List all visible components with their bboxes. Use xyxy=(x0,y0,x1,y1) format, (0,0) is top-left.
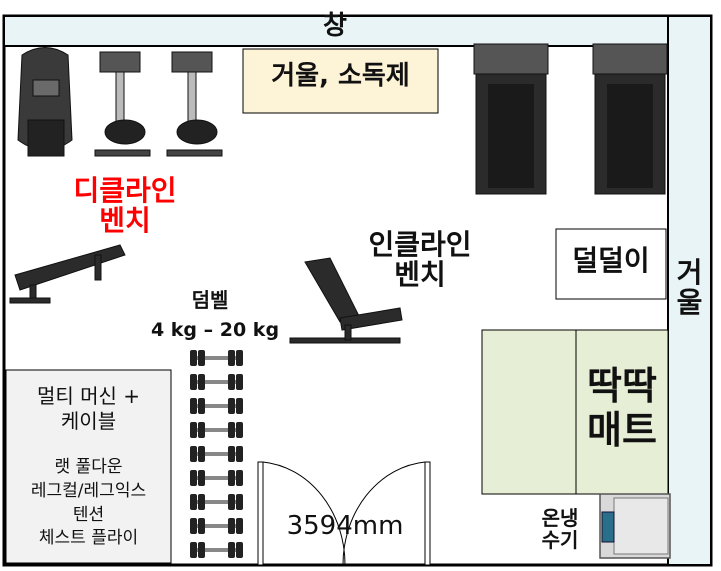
water-heater-label: 온냉 수기 xyxy=(541,506,579,552)
exercise-item: 랫 풀다운 xyxy=(54,457,123,477)
dumbbell-icon xyxy=(190,542,243,558)
dumbbell-title: 덤벨 xyxy=(191,288,229,312)
incline-bench-label: 인클라인 벤치 xyxy=(368,228,472,292)
dumbbell-icon xyxy=(190,398,243,414)
mirror-disinfectant-box xyxy=(242,48,439,114)
decline-bench-icon xyxy=(9,244,126,304)
treadmill-icon-2 xyxy=(592,43,668,195)
exercise-item: 체스트 플라이 xyxy=(38,528,139,549)
dumbbell-range: 4 kg – 20 kg xyxy=(150,319,280,341)
window-strip xyxy=(3,15,669,47)
dumbbell-icon xyxy=(190,518,243,534)
dumbbell-icon xyxy=(190,494,243,510)
exercise-item: 텐션 xyxy=(72,504,105,525)
dumbbell-icon xyxy=(190,422,243,438)
shaker-box xyxy=(555,228,667,300)
hard-mat xyxy=(481,329,669,495)
incline-bench-icon xyxy=(289,257,403,344)
elliptical-machine-icon xyxy=(17,47,73,157)
exercise-item: 레그컬/레그익스 xyxy=(30,480,147,501)
window-label: 창 xyxy=(323,11,347,41)
dumbbell-icon xyxy=(190,470,243,486)
hard-mat-label: 딱딱 매트 xyxy=(587,364,657,452)
shaker-label: 덜덜이 xyxy=(572,244,650,277)
dumbbell-icon xyxy=(190,446,243,462)
water-heater-icon xyxy=(599,493,671,559)
upright-bike-icon-2 xyxy=(166,51,223,157)
dumbbell-icon xyxy=(190,374,243,390)
mirror-right-label: 거 울 xyxy=(676,256,703,320)
decline-bench-label: 디클라인 벤치 xyxy=(73,174,177,238)
multi-machine-title: 멀티 머신 + 케이블 xyxy=(36,384,141,433)
multi-machine-exercise-list: 랫 풀다운 레그컬/레그익스 텐션 체스트 플라이 xyxy=(6,456,171,551)
mirror-disinfectant-label: 거울, 소독제 xyxy=(271,61,410,91)
upright-bike-icon-1 xyxy=(94,51,151,157)
door xyxy=(257,461,431,566)
door-width-label: 3594mm xyxy=(286,511,404,541)
mirror-right-strip xyxy=(667,15,712,566)
treadmill-icon-1 xyxy=(473,43,549,195)
dumbbell-icon xyxy=(190,350,243,366)
dumbbell-rack xyxy=(190,350,243,558)
multi-machine-box xyxy=(5,369,172,564)
